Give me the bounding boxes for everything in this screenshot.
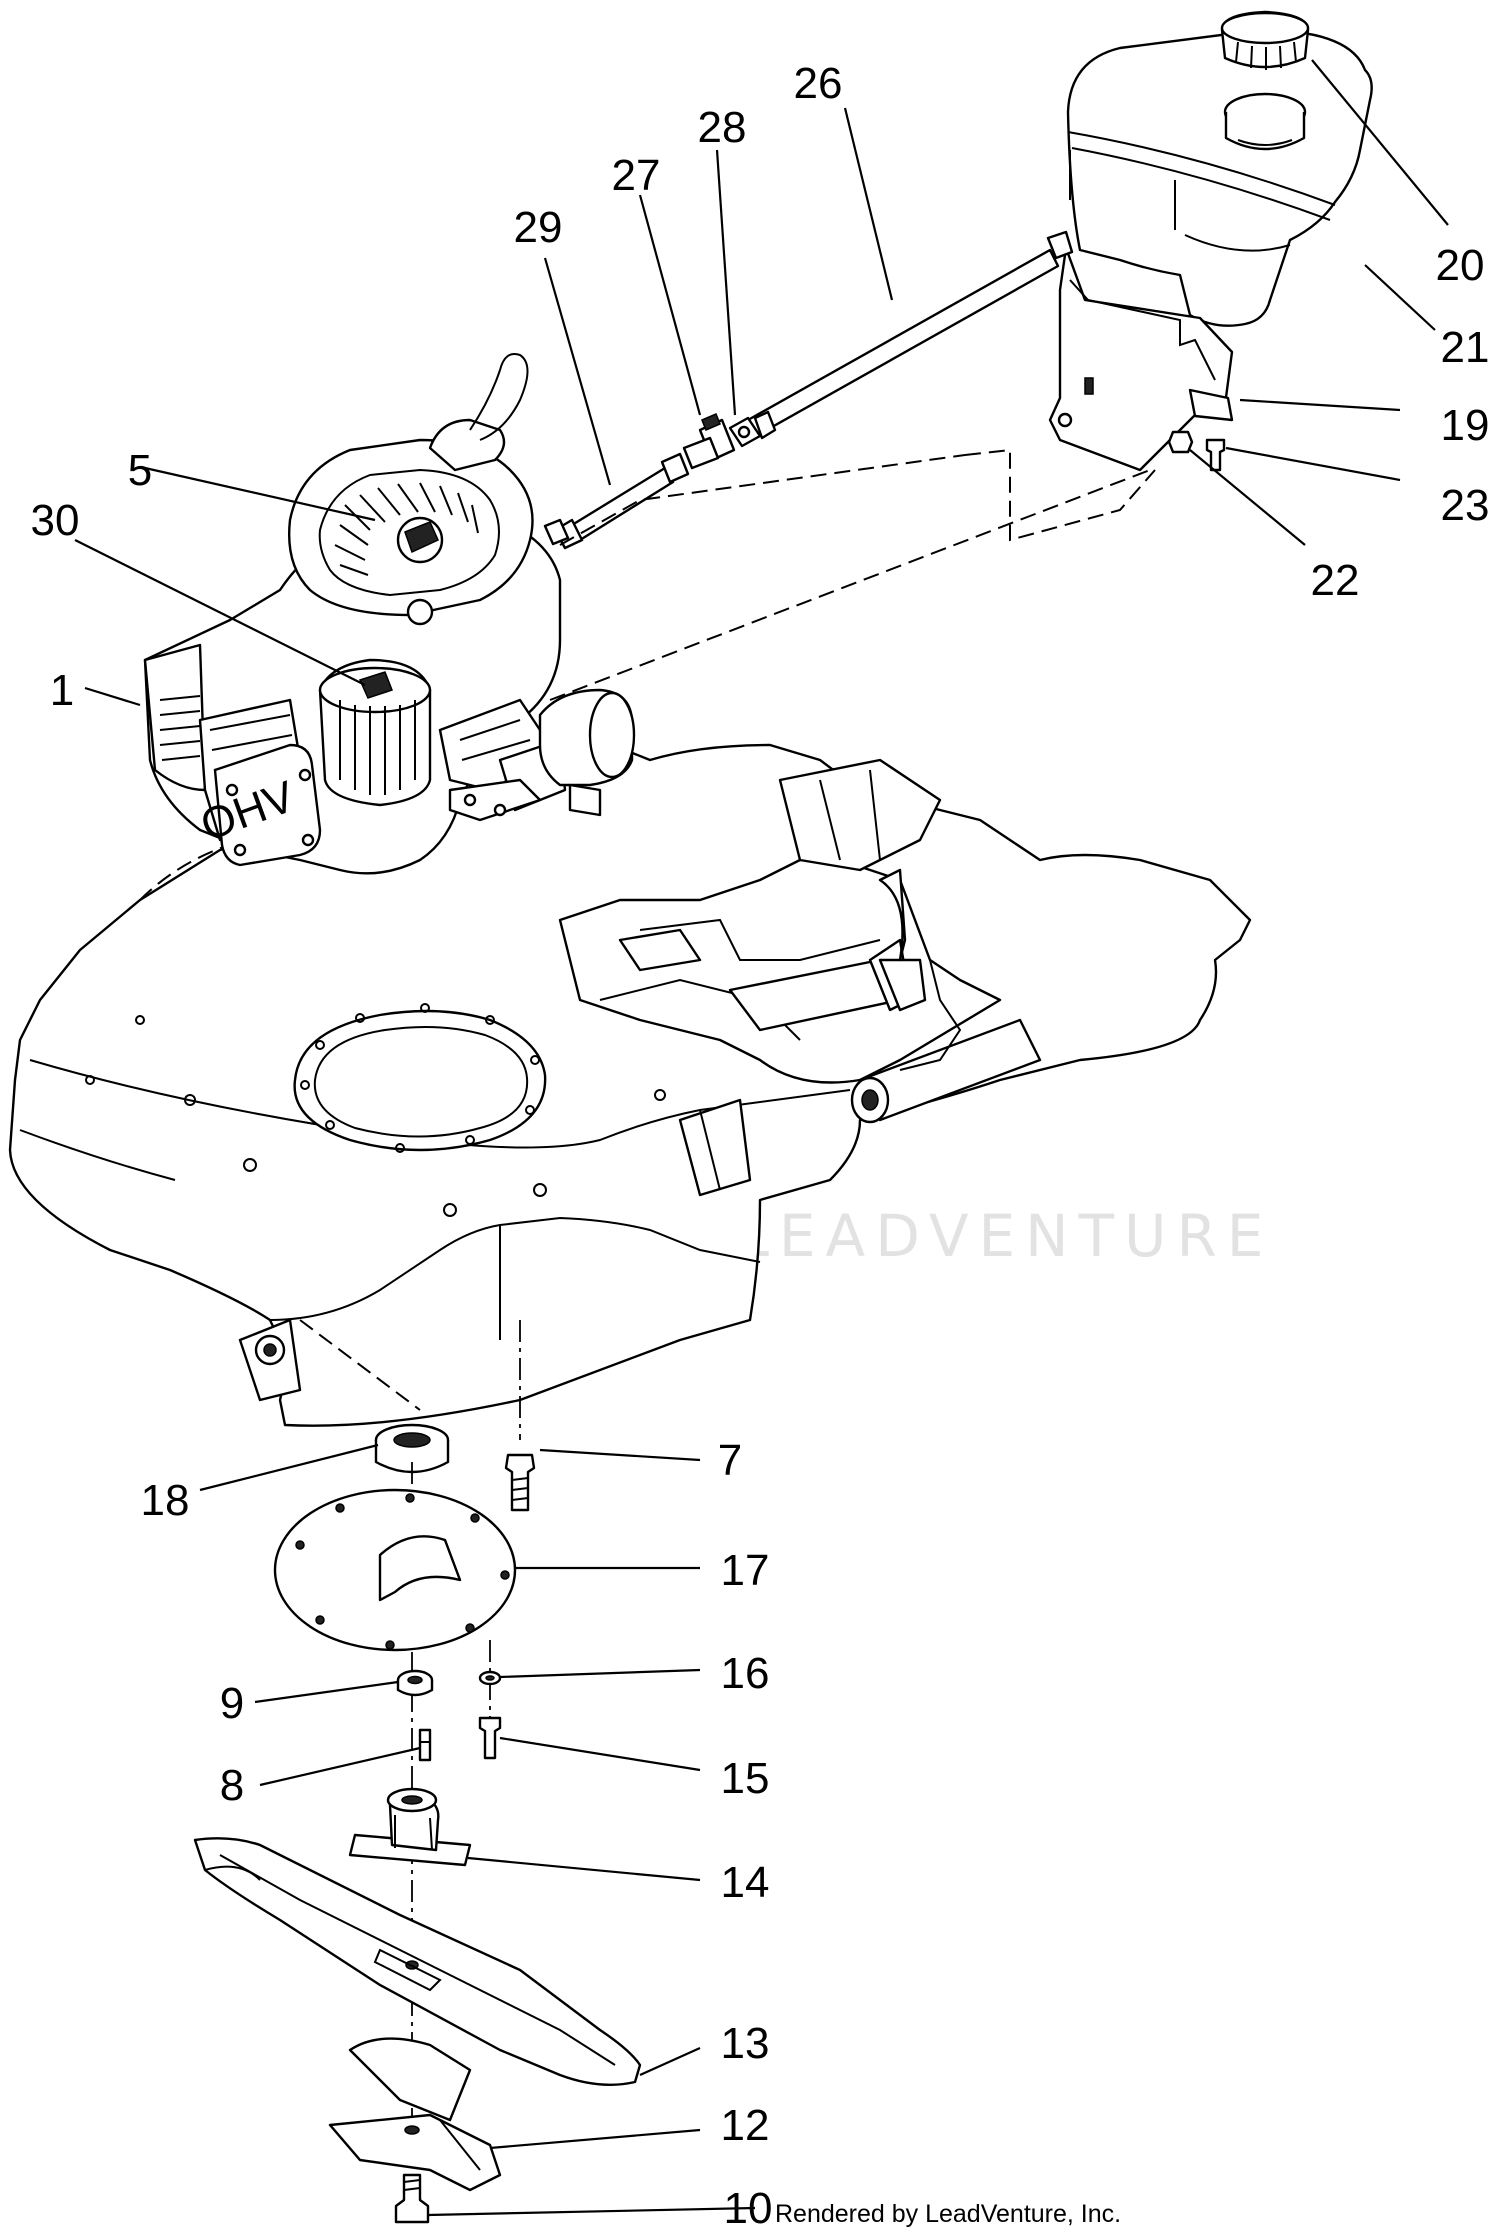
- leader-lines: [74, 59, 1449, 2217]
- callout-13: 13: [721, 2019, 770, 2068]
- credit-text: Rendered by LeadVenture, Inc.: [775, 2200, 1121, 2228]
- callout-labels: 20 21 19 23 22 26 28 27 29 5 30 1 7 18 1…: [31, 59, 1490, 2233]
- callout-22: 22: [1311, 556, 1360, 605]
- engine: OHV: [143, 353, 636, 875]
- callout-21: 21: [1441, 323, 1490, 372]
- fuel-cap: [1220, 10, 1310, 70]
- watermark-text: LEADVENTURE: [737, 1202, 1274, 1270]
- washer-9: [396, 1669, 434, 1697]
- fuel-routing-line: [559, 454, 966, 546]
- callout-1: 1: [50, 666, 74, 715]
- deck-bolt-holes: [85, 1003, 666, 1217]
- callout-30: 30: [31, 496, 80, 545]
- callout-5: 5: [128, 446, 152, 495]
- key-8: [418, 1728, 432, 1762]
- tank-bracket: [1048, 246, 1234, 472]
- stiffener-12: [328, 2037, 502, 2192]
- hose-clamp-28: [728, 416, 762, 448]
- callout-14: 14: [721, 1858, 770, 1907]
- fuel-valve-27: [682, 413, 736, 470]
- callout-18: 18: [141, 1476, 190, 1525]
- mower-blade-13: [193, 1837, 642, 2086]
- callout-19: 19: [1441, 401, 1490, 450]
- mower-deck: [8, 737, 1252, 1427]
- fuel-line: [746, 230, 1074, 440]
- callout-8: 8: [220, 1761, 244, 1810]
- callout-16: 16: [721, 1649, 770, 1698]
- callout-20: 20: [1436, 241, 1485, 290]
- bolt-7: [504, 1320, 536, 1512]
- callout-9: 9: [220, 1679, 244, 1728]
- fuel-line-29: [553, 452, 690, 550]
- callout-10: 10: [724, 2184, 773, 2233]
- callout-29: 29: [514, 203, 563, 252]
- hose-clamp-29: [543, 518, 570, 546]
- mounting-plate-17: [273, 1462, 517, 2220]
- callout-28: 28: [698, 103, 747, 152]
- bearing-18: [374, 1423, 450, 1474]
- callout-15: 15: [721, 1754, 770, 1803]
- hidden-outline: [964, 448, 1156, 542]
- blade-adapter-14: [348, 1787, 472, 1867]
- callout-23: 23: [1441, 481, 1490, 530]
- recoil-vent-fins: [334, 482, 479, 576]
- fuel-routing-line-lower: [549, 469, 1151, 701]
- plate-bolt-holes: [295, 1493, 510, 1650]
- callout-17: 17: [721, 1546, 770, 1595]
- screw-15: [478, 1716, 502, 1760]
- callout-27: 27: [612, 151, 661, 200]
- bolt-10: [394, 2173, 430, 2224]
- callout-7: 7: [718, 1436, 742, 1485]
- fuel-tank: [1066, 28, 1373, 327]
- callout-12: 12: [721, 2101, 770, 2150]
- callout-26: 26: [794, 59, 843, 108]
